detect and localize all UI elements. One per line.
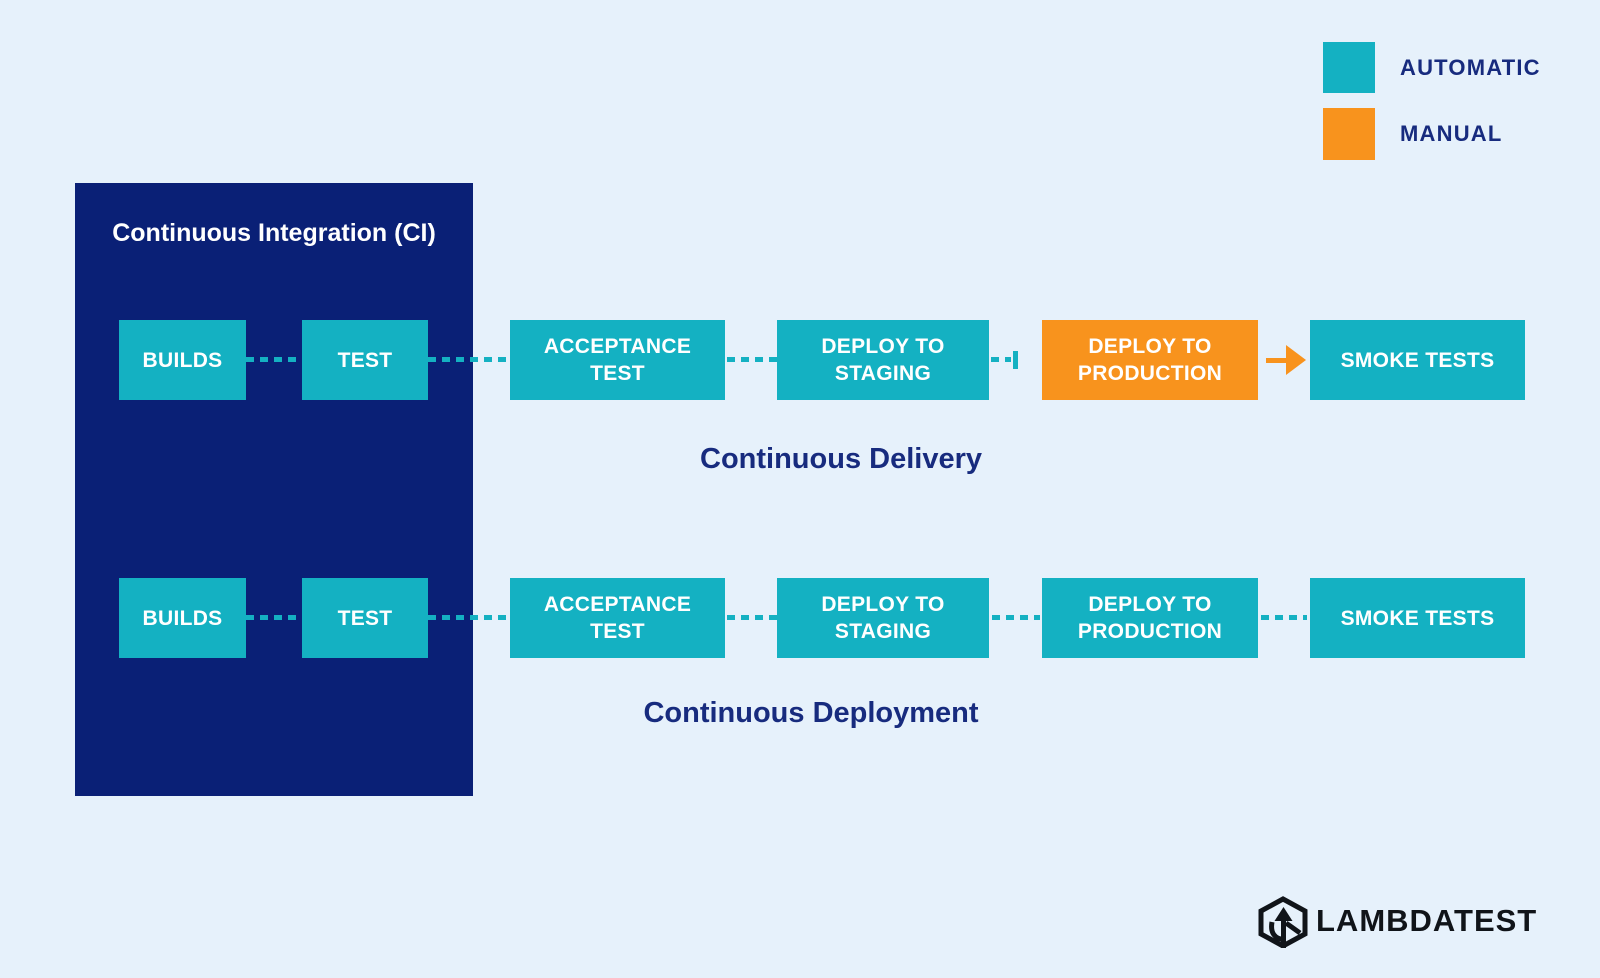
stage-box-builds-delivery: BUILDS — [119, 320, 246, 400]
stage-box-test-delivery: TEST — [302, 320, 428, 400]
legend-swatch-manual-icon — [1323, 108, 1375, 160]
stage-box-deploy-staging-deployment: DEPLOY TO STAGING — [777, 578, 989, 658]
stage-box-acceptance-test-delivery: ACCEPTANCE TEST — [510, 320, 725, 400]
stage-box-deploy-production-delivery: DEPLOY TO PRODUCTION — [1042, 320, 1258, 400]
lambdatest-logo-icon — [1258, 896, 1308, 948]
pipeline-connector — [727, 357, 777, 362]
continuous-integration-panel: Continuous Integration (CI) — [75, 183, 473, 796]
pipeline-connector — [991, 357, 1011, 362]
stage-box-smoke-tests-deployment: SMOKE TESTS — [1310, 578, 1525, 658]
pipeline-title-continuous-deployment: Continuous Deployment — [643, 697, 979, 729]
manual-arrow-shaft — [1266, 358, 1288, 363]
lambdatest-logo-text: LAMBDATEST — [1316, 903, 1538, 938]
pipeline-connector — [246, 357, 302, 362]
pipeline-connector — [428, 357, 510, 362]
legend-swatch-automatic-icon — [1323, 42, 1375, 93]
stage-box-deploy-staging-delivery: DEPLOY TO STAGING — [777, 320, 989, 400]
pipeline-connector — [246, 615, 302, 620]
pipeline-connector — [727, 615, 777, 620]
pipeline-title-continuous-delivery: Continuous Delivery — [700, 443, 982, 475]
legend-label-manual: MANUAL — [1400, 121, 1503, 146]
manual-arrow-icon — [1286, 345, 1306, 375]
stage-box-deploy-production-deployment: DEPLOY TO PRODUCTION — [1042, 578, 1258, 658]
legend-label-automatic: AUTOMATIC — [1400, 55, 1541, 80]
stage-box-builds-deployment: BUILDS — [119, 578, 246, 658]
pipeline-connector — [992, 615, 1040, 620]
pipeline-connector — [1261, 615, 1307, 620]
pipeline-connector — [428, 615, 510, 620]
continuous-integration-title: Continuous Integration (CI) — [112, 219, 436, 247]
stage-box-test-deployment: TEST — [302, 578, 428, 658]
stage-box-smoke-tests-delivery: SMOKE TESTS — [1310, 320, 1525, 400]
stage-box-acceptance-test-deployment: ACCEPTANCE TEST — [510, 578, 725, 658]
manual-gate-tick-icon — [1013, 351, 1018, 369]
